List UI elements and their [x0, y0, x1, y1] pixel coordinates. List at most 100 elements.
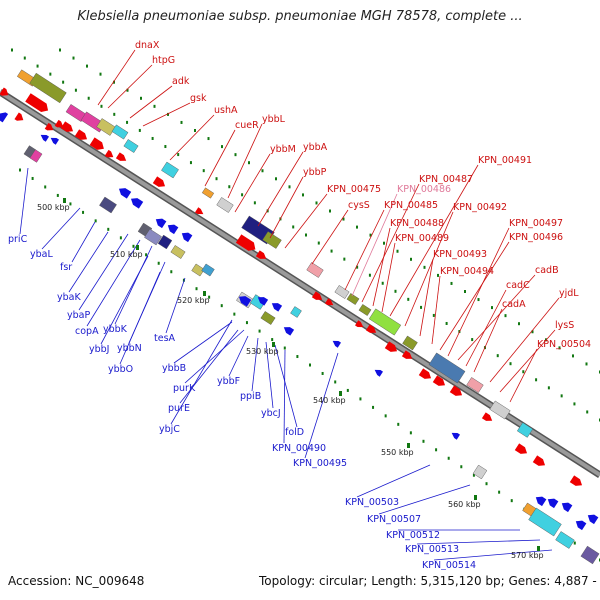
forward-gene-arrow-shape: [89, 137, 104, 150]
tick-label: 500 kbp: [37, 203, 70, 212]
leader-line: [265, 341, 274, 409]
leader-line: [473, 308, 503, 373]
reverse-gene-arrow: [0, 112, 9, 123]
guide-dot: [151, 136, 154, 140]
gene-box: [528, 507, 562, 537]
forward-gene-arrow-shape: [384, 341, 398, 352]
reverse-gene-arrow-shape: [181, 232, 193, 243]
tick-label: 520 kbp: [177, 296, 210, 305]
gene-box-fill: [358, 304, 372, 316]
guide-dot: [437, 273, 439, 277]
gene-label-ybal: ybaL: [30, 249, 53, 260]
leader-line: [356, 464, 431, 498]
reverse-gene-arrow-shape: [535, 496, 547, 507]
gene-box: [358, 304, 372, 316]
forward-gene-arrow: [74, 129, 88, 140]
guide-dot: [86, 64, 88, 68]
guide-dot: [87, 96, 90, 100]
forward-gene-arrow: [325, 298, 334, 306]
leader-line: [100, 255, 149, 345]
guide-dot: [498, 490, 501, 494]
gene-box-fill: [144, 228, 162, 246]
forward-gene-arrow-shape: [152, 176, 166, 187]
forward-gene-arrow: [14, 112, 24, 121]
guide-dot: [560, 394, 563, 398]
gene-label-adk: adk: [172, 76, 190, 87]
leader-line: [257, 151, 304, 227]
guide-dot: [445, 321, 448, 325]
leader-line: [19, 167, 29, 235]
leader-line: [68, 231, 109, 293]
leader-line: [179, 329, 239, 404]
forward-gene-arrow: [311, 291, 323, 300]
guide-dot: [220, 304, 223, 308]
gene-label-ybba: ybbA: [303, 142, 328, 153]
tick-mark: [407, 443, 410, 448]
gene-label-ybbn: ybbN: [117, 343, 142, 354]
gene-label-ybcj: ybcJ: [261, 408, 281, 419]
guide-dot: [535, 378, 538, 382]
guide-dot: [261, 169, 264, 173]
forward-gene-arrow-shape: [365, 324, 377, 333]
leader-line: [142, 102, 191, 127]
forward-gene-arrow: [449, 385, 463, 396]
guide-dot: [157, 261, 160, 265]
gene-label-cadc: cadC: [506, 280, 530, 291]
reverse-gene-arrow: [332, 340, 341, 348]
guide-dot: [72, 56, 75, 60]
reverse-gene-arrow-shape: [50, 137, 59, 145]
gene-label-pric: priC: [8, 234, 28, 245]
reverse-gene-arrow: [271, 303, 283, 312]
guide-dot: [207, 137, 210, 141]
guide-dot: [359, 397, 362, 401]
guide-dot: [164, 145, 167, 149]
guide-dot: [356, 265, 359, 269]
forward-gene-arrow-shape: [311, 291, 323, 300]
guide-dot: [368, 273, 371, 277]
forward-gene-arrow: [115, 152, 127, 161]
guide-dot: [450, 281, 453, 285]
guide-dot: [496, 354, 499, 358]
guide-dot: [245, 321, 248, 325]
forward-gene-arrow-shape: [432, 375, 446, 386]
guide-dot: [74, 88, 77, 92]
guide-dot: [410, 257, 412, 261]
guide-dot: [384, 414, 387, 418]
guide-dot: [31, 176, 34, 180]
guide-dot: [228, 185, 231, 189]
guide-dot: [321, 371, 324, 375]
reverse-gene-arrow: [561, 502, 573, 513]
gene-box: [201, 187, 215, 199]
guide-dot: [241, 193, 244, 197]
reverse-gene-arrow-shape: [118, 188, 132, 199]
leader-line: [227, 123, 263, 199]
guide-dot: [288, 185, 291, 189]
tick-mark: [272, 342, 275, 347]
guide-dot: [99, 72, 102, 76]
gene-label-kpn_00475: KPN_00475: [327, 184, 381, 195]
guide-dot: [221, 145, 223, 149]
reverse-gene-arrow: [575, 520, 587, 531]
forward-gene-arrow-shape: [0, 87, 9, 96]
guide-dot: [305, 233, 307, 237]
guide-dot: [509, 362, 512, 366]
gene-box: [99, 196, 117, 214]
reverse-gene-arrow-shape: [283, 327, 295, 336]
guide-dot: [356, 225, 358, 229]
gene-label-cuer: cueR: [235, 120, 259, 131]
leader-line: [169, 114, 215, 161]
leader-line: [97, 49, 136, 106]
guide-dot: [177, 153, 180, 157]
forward-gene-arrow-shape: [195, 207, 204, 215]
gene-box: [111, 124, 129, 140]
gene-label-fsr: fsr: [60, 262, 72, 273]
guide-dot: [62, 80, 65, 84]
forward-gene-arrow-shape: [74, 129, 88, 140]
gene-label-ybbb: ybbB: [162, 363, 186, 374]
gene-box-fill: [201, 263, 215, 277]
reverse-gene-arrow-shape: [0, 112, 9, 123]
guide-dot: [275, 177, 277, 181]
forward-gene-arrow: [89, 137, 104, 150]
gene-box-fill: [111, 124, 129, 140]
